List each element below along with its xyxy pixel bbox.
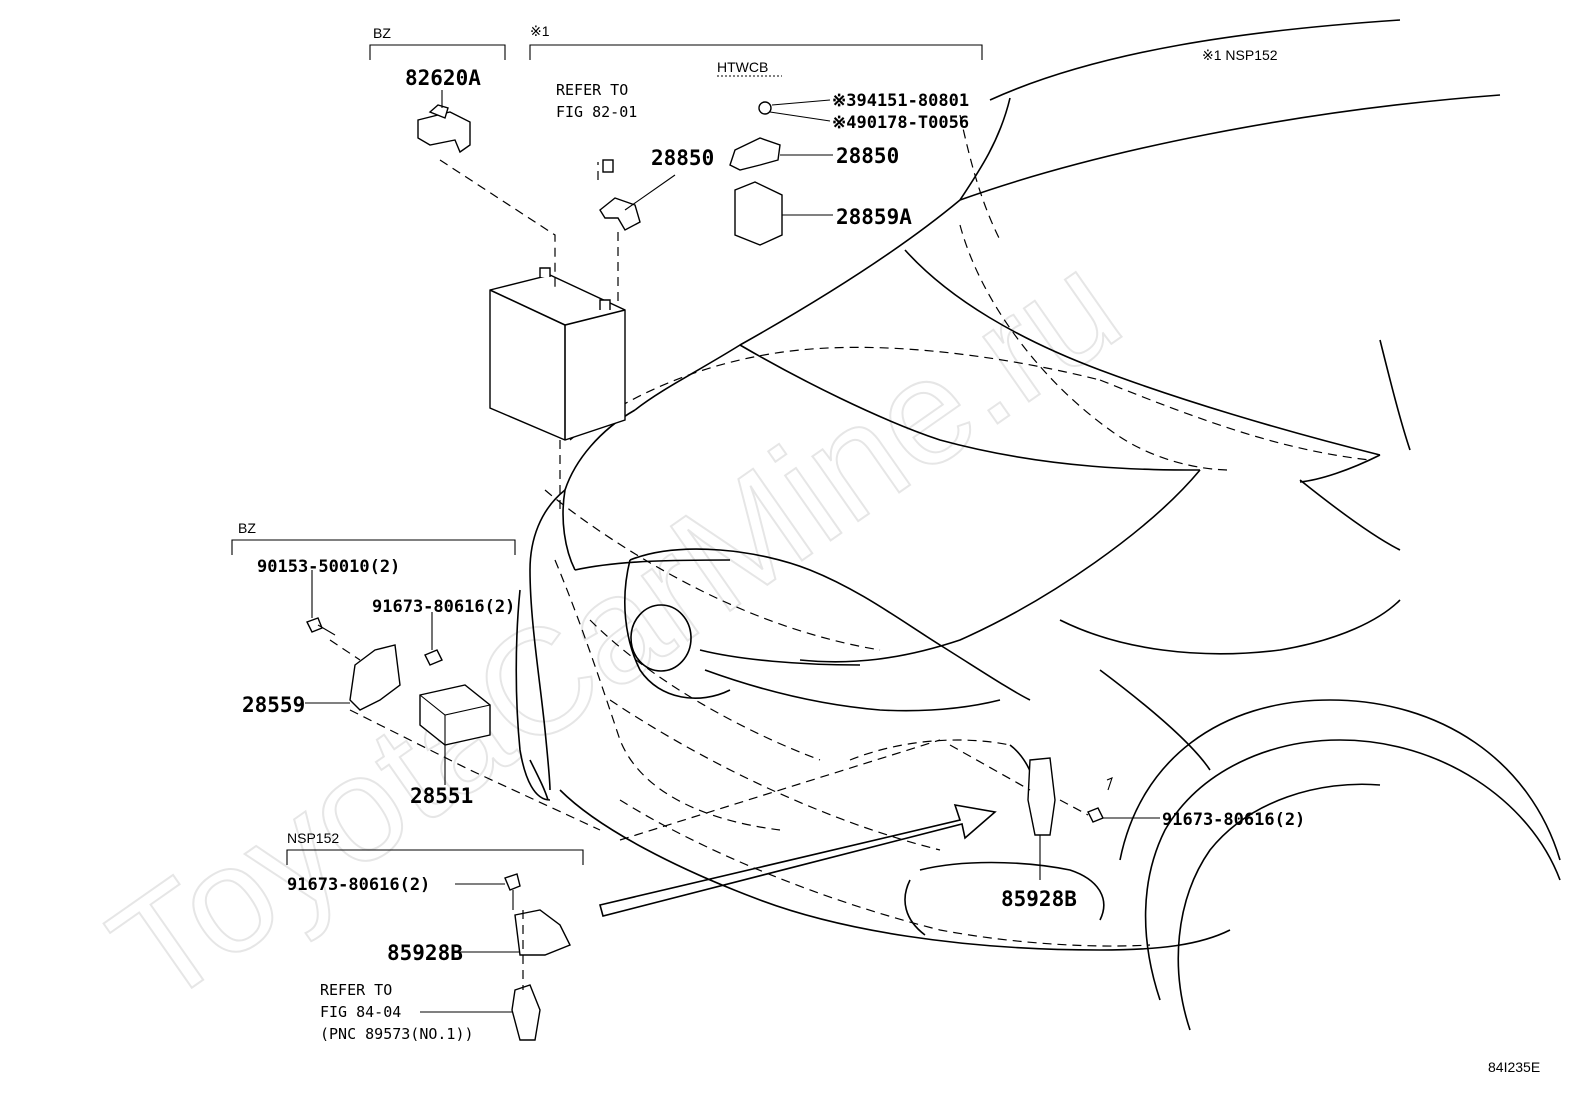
- group-bz-mid: BZ: [238, 520, 256, 536]
- label-refer-fig82-line2[interactable]: FIG 82-01: [556, 103, 637, 121]
- figure-code: 84I235E: [1488, 1059, 1540, 1075]
- label-refer-fig84-line1: REFER TO: [320, 981, 392, 999]
- part-85928B-left-drawing: [420, 873, 571, 1041]
- label-28559[interactable]: 28559: [242, 693, 305, 717]
- label-90178-T0056[interactable]: ※490178-T0056: [832, 113, 969, 133]
- label-94151-80801[interactable]: ※394151-80801: [832, 91, 969, 111]
- label-85928B-left[interactable]: 85928B: [387, 941, 463, 965]
- battery-drawing: [489, 267, 626, 441]
- label-91673-80616-a[interactable]: 91673-80616(2): [372, 597, 515, 617]
- car-front-body: [515, 19, 1561, 1031]
- part-90153-bolt-drawing: [306, 570, 336, 636]
- label-28859A[interactable]: 28859A: [836, 205, 912, 229]
- label-91673-80616-b[interactable]: 91673-80616(2): [287, 875, 430, 895]
- label-28850-b[interactable]: 28850: [836, 144, 899, 168]
- label-82620A[interactable]: 82620A: [405, 66, 481, 90]
- part-82620A-drawing: [417, 90, 471, 154]
- group-nsp152: NSP152: [287, 830, 339, 846]
- group-note1: ※1: [530, 23, 550, 39]
- group-bz-top: BZ: [373, 25, 391, 41]
- label-28850-a[interactable]: 28850: [651, 146, 714, 170]
- group-htwcb: HTWCB: [717, 59, 768, 75]
- group-brackets: [231, 44, 983, 865]
- part-28850-drawing: [599, 159, 676, 231]
- assembly-leader-lines: [329, 159, 1089, 990]
- part-85928B-right-drawing: [1027, 757, 1160, 880]
- label-refer-fig82-line1: REFER TO: [556, 81, 628, 99]
- label-90153-50010[interactable]: 90153-50010(2): [257, 557, 400, 577]
- part-28859A-drawing: [734, 181, 833, 246]
- label-91673-80616-c[interactable]: 91673-80616(2): [1162, 810, 1305, 830]
- note-top-right: ※1 NSP152: [1202, 47, 1278, 63]
- label-refer-fig84-line2[interactable]: FIG 84-04: [320, 1003, 401, 1021]
- label-refer-fig84-line3: (PNC 89573(NO.1)): [320, 1025, 474, 1043]
- label-28551[interactable]: 28551: [410, 784, 473, 808]
- part-28551-drawing: [419, 684, 491, 785]
- part-28559-drawing: [305, 644, 401, 711]
- direction-arrow: [599, 803, 997, 917]
- label-85928B-right[interactable]: 85928B: [1001, 887, 1077, 911]
- part-28850-htwcb-drawing: [729, 99, 833, 171]
- part-91673-bolt-drawing: [424, 612, 443, 666]
